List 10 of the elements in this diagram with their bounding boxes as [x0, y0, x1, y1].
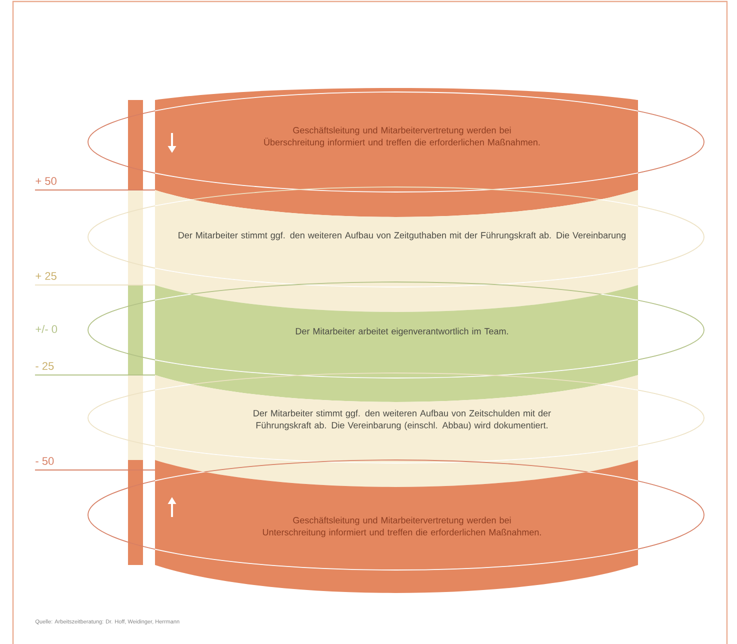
scale-value: + 50 [36, 177, 56, 185]
band: Der Mitarbeiter stimmt ggf. den weiteren Aufbau von Zeitguthaben mit der Führungskraft ab. Die Vereinbarung [88, 186, 704, 312]
band: Geschäftsleitung und Mitarbeitervertretung werden bei Überschreitung informiert und treffen die erforderlichen Maßnahmen. [88, 88, 704, 217]
band: Der Mitarbeiter stimmt ggf. den weiteren Aufbau von Zeitschulden mit der Führungskraft ab. Die Vereinbarung (einschl. Abbau) wird dokumentiert. [88, 372, 704, 487]
band: Geschäftsleitung und Mitarbeitervertretung werden bei Unterschreitung informiert und treffen die erforderlichen Maßnahmen. [88, 460, 704, 593]
band: Der Mitarbeiter arbeitet eigenverantwortlich im Team. [88, 282, 704, 402]
scale-value: - 50 [36, 457, 54, 465]
scale-value: + 25 [36, 272, 56, 280]
scale-value: +/- 0 [36, 324, 58, 334]
scale-value: - 25 [36, 362, 54, 370]
